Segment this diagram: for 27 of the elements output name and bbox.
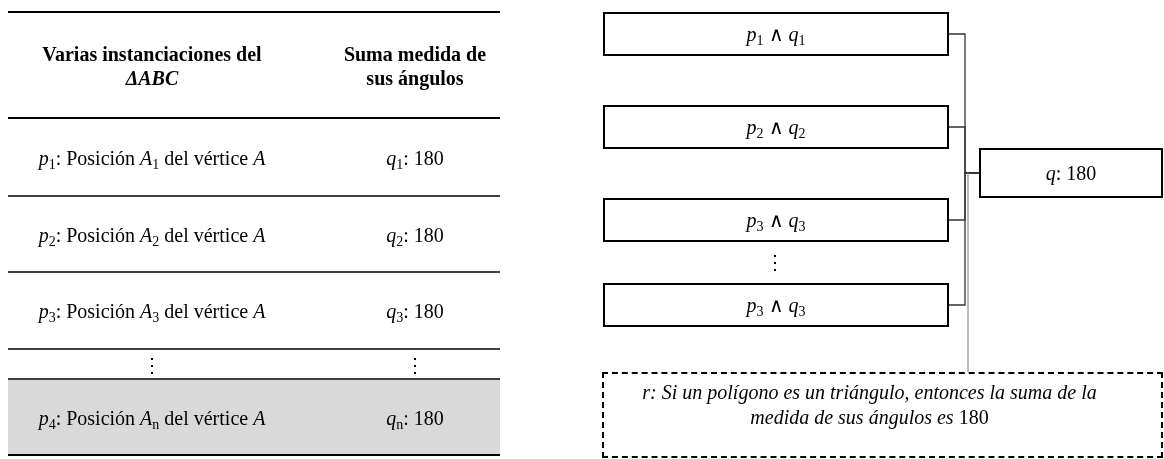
column-header: Varias instanciaciones del ΔABC — [41, 42, 263, 90]
statement-text: p$_{3}$ ∧ q$_{3}$ — [746, 207, 806, 233]
table-cell-text: q$_{1}$: 180 — [386, 146, 444, 170]
statement-text: q: 180 — [1045, 160, 1097, 186]
table-cell-text: q$_{2}$: 180 — [386, 222, 444, 247]
statement-box — [603, 105, 949, 149]
column-header: Suma medida de sus ángulos — [342, 42, 488, 90]
connector-line — [948, 172, 980, 306]
table-cell-text: q$_{n}$: 180 — [386, 405, 444, 430]
statement-text: p$_{2}$ ∧ q$_{2}$ — [746, 114, 806, 140]
connector-line — [967, 172, 969, 373]
table-cell-text: ⋮ — [405, 352, 425, 377]
statement-text: p$_{3}$ ∧ q$_{3}$ — [746, 292, 806, 318]
table-cell-text: p$_{2}$: Posición A$_{2}$ del vértice A — [38, 222, 266, 247]
table-cell-text: p$_{4}$: Posición A$_{n}$ del vértice A — [38, 405, 266, 430]
ellipsis-dots: ⋮ — [765, 250, 785, 274]
statement-box — [603, 198, 949, 242]
statement-text: r: Si un polígono es un triángulo, entonces la suma de la medida de sus ángulos es 180 — [641, 380, 1098, 430]
table-cell-text: q$_{3}$: 180 — [386, 299, 444, 323]
table-cell-text: ⋮ — [142, 352, 162, 377]
statement-text: p$_{1}$ ∧ q$_{1}$ — [746, 21, 806, 47]
statement-box — [603, 12, 949, 56]
table-cell-text: p$_{1}$: Posición A$_{1}$ del vértice A — [38, 146, 266, 170]
table-cell-text: p$_{3}$: Posición A$_{3}$ del vértice A — [38, 299, 266, 323]
statement-box — [603, 283, 949, 327]
statement-box — [979, 148, 1163, 198]
dashed-statement-box — [602, 372, 1163, 458]
